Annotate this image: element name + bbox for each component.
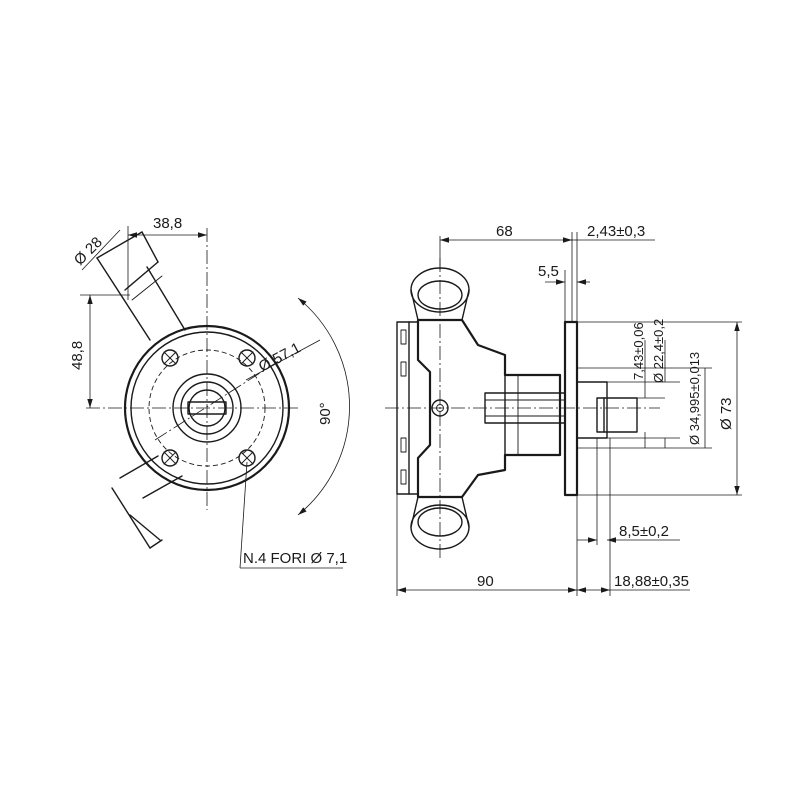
dim-68: 68 xyxy=(496,223,513,240)
dim-phi-22-4: Ø 22,4±0,2 xyxy=(651,319,666,383)
dim-90: 90 xyxy=(477,573,494,590)
dim-8-5: 8,5±0,2 xyxy=(619,523,669,540)
pump-body xyxy=(416,318,562,499)
dim-7-43: 7,43±0,06 xyxy=(631,322,646,380)
dim-18-88: 18,88±0,35 xyxy=(614,573,689,590)
dim-90-deg: 90° xyxy=(317,402,334,425)
shaft-end xyxy=(596,397,638,433)
dim-phi-73: Ø 73 xyxy=(718,397,735,430)
bolt-hole-bl xyxy=(161,449,179,467)
bolt-hole-tr xyxy=(238,349,256,367)
dim-2-43: 2,43±0,3 xyxy=(587,223,645,240)
outlet-pipe-lower xyxy=(111,455,183,549)
inlet-pipe-upper xyxy=(96,231,186,341)
side-view: 68 2,43±0,3 5,5 7,43±0,06 Ø 22,4±0,2 Ø 3… xyxy=(385,223,742,596)
angle-arc xyxy=(297,297,350,516)
dim-5-5: 5,5 xyxy=(538,263,559,280)
bolt-hole-tl xyxy=(161,349,179,367)
dim-phi-34-995: Ø 34,995±0,013 xyxy=(687,352,702,445)
dim-48-8: 48,8 xyxy=(69,341,86,370)
dim-holes: N.4 FORI Ø 7,1 xyxy=(243,550,347,567)
mounting-flange xyxy=(563,320,579,497)
spigot xyxy=(576,381,608,439)
bearing-housing xyxy=(504,374,561,456)
front-view: 38,8 Ø 28 48,8 Ø 57,1 90° N.4 FORI Ø 7,1 xyxy=(69,215,350,569)
dim-38-8: 38,8 xyxy=(153,215,182,232)
